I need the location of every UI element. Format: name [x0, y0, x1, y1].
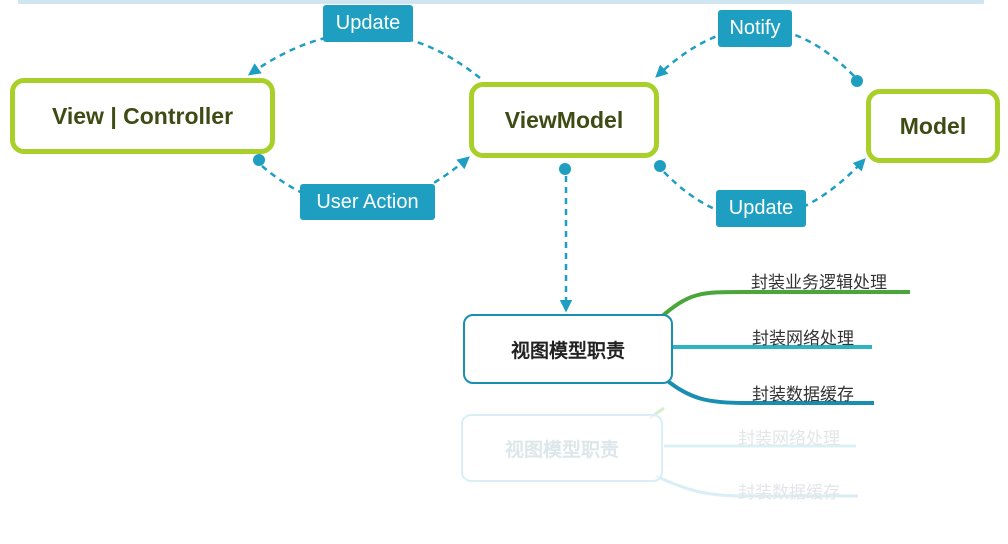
mindmap-branch-3: 封装数据缓存 [752, 385, 854, 404]
branch-line-3 [662, 376, 874, 405]
badge-update-right: Update [716, 190, 806, 227]
node-view-controller: View | Controller [10, 78, 275, 154]
mindmap-center: 视图模型职责 [463, 314, 673, 384]
edge-user-action-start-dot [253, 154, 265, 166]
mindmap-branch-2: 封装网络处理 [752, 329, 854, 348]
mindmap-branch-1: 封装业务逻辑处理 [751, 273, 887, 292]
badge-update-left: Update [323, 5, 413, 42]
top-strip [18, 0, 984, 4]
mindmap-reflection-branch-2: 封装数据缓存 [738, 483, 840, 502]
edge-notify-start-dot [851, 75, 863, 87]
node-viewmodel: ViewModel [469, 82, 659, 158]
reflection-branch-line-2 [655, 474, 858, 498]
mindmap-reflection-center: 视图模型职责 [461, 414, 663, 482]
badge-user-action: User Action [300, 184, 435, 220]
badge-notify: Notify [718, 10, 792, 47]
node-model: Model [866, 89, 1000, 163]
edge-update-right-start-dot [654, 160, 666, 172]
mindmap-reflection-branch-1: 封装网络处理 [738, 429, 840, 448]
edge-vm-mindmap-start-dot [559, 163, 571, 175]
branch-line-1 [658, 290, 910, 320]
